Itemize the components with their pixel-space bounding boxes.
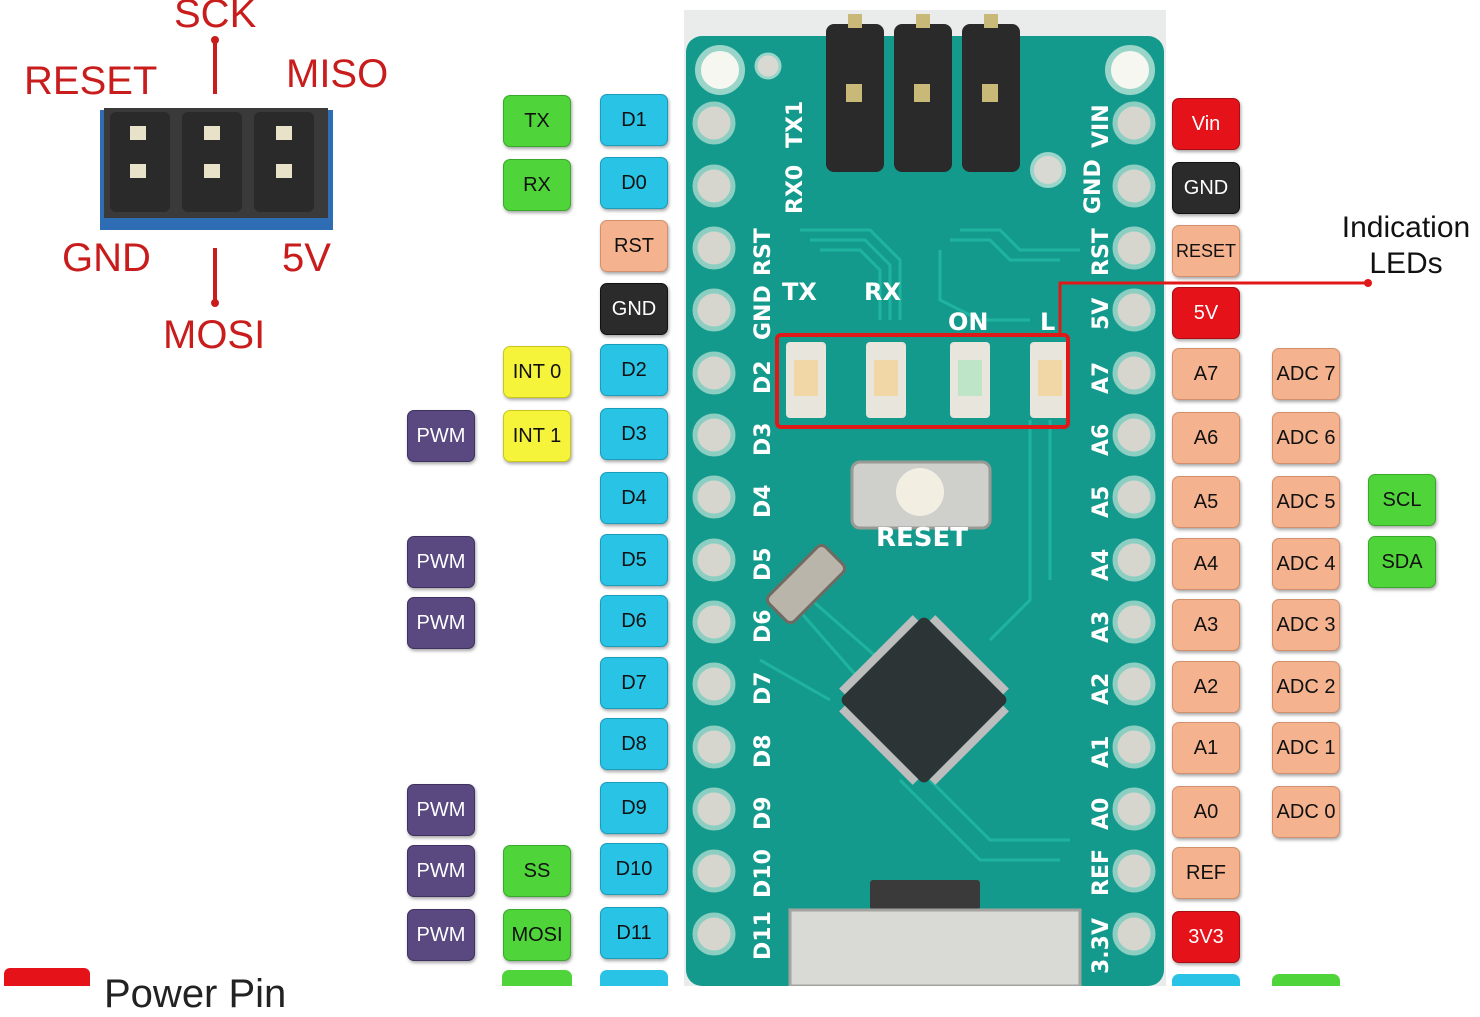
silk-d8: D8 xyxy=(751,734,776,768)
pin-pwm-d6: PWM xyxy=(407,597,475,649)
silk-a7: A7 xyxy=(1089,362,1114,394)
pin-ref: REF xyxy=(1172,847,1240,899)
silk-d11: D11 xyxy=(751,911,776,960)
pin-int1: INT 1 xyxy=(503,410,571,462)
silk-a3: A3 xyxy=(1089,611,1114,643)
silk-on: ON xyxy=(948,308,989,336)
pin-adc3: ADC 3 xyxy=(1272,599,1340,651)
pin-pwm-d11: PWM xyxy=(407,909,475,961)
silk-5v: 5V xyxy=(1089,298,1114,330)
pin-d2: D2 xyxy=(600,344,668,396)
silk-gnd-left: GND xyxy=(751,285,776,340)
pin-mosi: MOSI xyxy=(503,909,571,961)
silk-d5: D5 xyxy=(751,547,776,581)
indication-line-2: LEDs xyxy=(1369,247,1443,280)
pin-d0: D0 xyxy=(600,157,668,209)
icsp-reset-label: RESET xyxy=(24,59,158,103)
pin-ss: SS xyxy=(503,845,571,897)
pin-3v3: 3V3 xyxy=(1172,911,1240,963)
pin-int0: INT 0 xyxy=(503,346,571,398)
pin-adc5: ADC 5 xyxy=(1272,476,1340,528)
silk-d2: D2 xyxy=(751,360,776,394)
pin-d4: D4 xyxy=(600,472,668,524)
pin-adc6: ADC 6 xyxy=(1272,412,1340,464)
pin-pwm-d3: PWM xyxy=(407,410,475,462)
pin-a5: A5 xyxy=(1172,476,1240,528)
pin-pwm-d9: PWM xyxy=(407,784,475,836)
pin-d9: D9 xyxy=(600,782,668,834)
icsp-mosi-label: MOSI xyxy=(163,313,266,357)
pin-gnd-right: GND xyxy=(1172,162,1240,214)
pin-adc4: ADC 4 xyxy=(1272,538,1340,590)
pin-adc0: ADC 0 xyxy=(1272,786,1340,838)
pin-tx: TX xyxy=(503,95,571,147)
pin-a1: A1 xyxy=(1172,722,1240,774)
indication-leds-label: Indication LEDs xyxy=(1338,210,1474,282)
silk-rx: RX xyxy=(864,278,901,306)
pin-a7: A7 xyxy=(1172,348,1240,400)
silk-gnd-right: GND xyxy=(1081,159,1106,214)
pin-reset: RESET xyxy=(1172,225,1240,277)
pin-rx: RX xyxy=(503,159,571,211)
silk-ref: REF xyxy=(1089,849,1114,896)
pin-a4: A4 xyxy=(1172,538,1240,590)
pin-5v: 5V xyxy=(1172,287,1240,339)
pin-d10: D10 xyxy=(600,843,668,895)
silk-d10: D10 xyxy=(751,849,776,898)
silk-a4: A4 xyxy=(1089,549,1114,581)
silk-a0: A0 xyxy=(1089,798,1114,830)
indication-line-1: Indication xyxy=(1341,211,1471,244)
pin-d8: D8 xyxy=(600,718,668,770)
arduino-nano-board xyxy=(4,10,1372,986)
pin-sda: SDA xyxy=(1368,536,1436,588)
silk-a5: A5 xyxy=(1089,486,1114,518)
legend-power-pin: Power Pin xyxy=(104,972,287,1016)
pin-d1: D1 xyxy=(600,94,668,146)
silk-l: L xyxy=(1040,308,1055,336)
silk-d9: D9 xyxy=(751,796,776,830)
pin-pwm-d10: PWM xyxy=(407,845,475,897)
silk-tx: TX xyxy=(782,278,817,306)
silk-a2: A2 xyxy=(1089,673,1114,705)
pin-a2: A2 xyxy=(1172,661,1240,713)
pin-vin: Vin xyxy=(1172,98,1240,150)
silk-tx1: TX1 xyxy=(783,101,808,148)
pin-d5: D5 xyxy=(600,534,668,586)
icsp-diagram xyxy=(100,36,333,307)
silk-rst-right: RST xyxy=(1089,228,1114,276)
icsp-miso-label: MISO xyxy=(286,52,389,96)
icsp-5v-label: 5V xyxy=(282,236,331,280)
pin-a6: A6 xyxy=(1172,412,1240,464)
silk-a1: A1 xyxy=(1089,736,1114,768)
silk-vin: VIN xyxy=(1089,104,1114,148)
silk-reset: RESET xyxy=(876,523,968,553)
pin-scl: SCL xyxy=(1368,474,1436,526)
silk-d4: D4 xyxy=(751,484,776,518)
silk-3v3: 3.3V xyxy=(1089,918,1114,974)
board-silkscreen: TX1 RX0 RST GND D2 D3 D4 D5 D6 D7 D8 D9 … xyxy=(751,101,1114,974)
silk-rx0: RX0 xyxy=(783,165,808,214)
pin-d7: D7 xyxy=(600,657,668,709)
icsp-gnd-label: GND xyxy=(62,236,151,280)
pin-d3: D3 xyxy=(600,408,668,460)
pin-rst: RST xyxy=(600,220,668,272)
pin-adc7: ADC 7 xyxy=(1272,348,1340,400)
pin-adc2: ADC 2 xyxy=(1272,661,1340,713)
icsp-sck-label: SCK xyxy=(174,0,257,36)
pin-adc1: ADC 1 xyxy=(1272,722,1340,774)
silk-rst-left: RST xyxy=(751,228,776,276)
silk-d7: D7 xyxy=(751,671,776,705)
pin-a3: A3 xyxy=(1172,599,1240,651)
pin-a0: A0 xyxy=(1172,786,1240,838)
pin-gnd-left: GND xyxy=(600,283,668,335)
pin-pwm-d5: PWM xyxy=(407,536,475,588)
silk-d6: D6 xyxy=(751,609,776,643)
pin-d6: D6 xyxy=(600,595,668,647)
pin-d11: D11 xyxy=(600,907,668,959)
icsp-header xyxy=(100,108,333,230)
silk-a6: A6 xyxy=(1089,424,1114,456)
silk-d3: D3 xyxy=(751,422,776,456)
